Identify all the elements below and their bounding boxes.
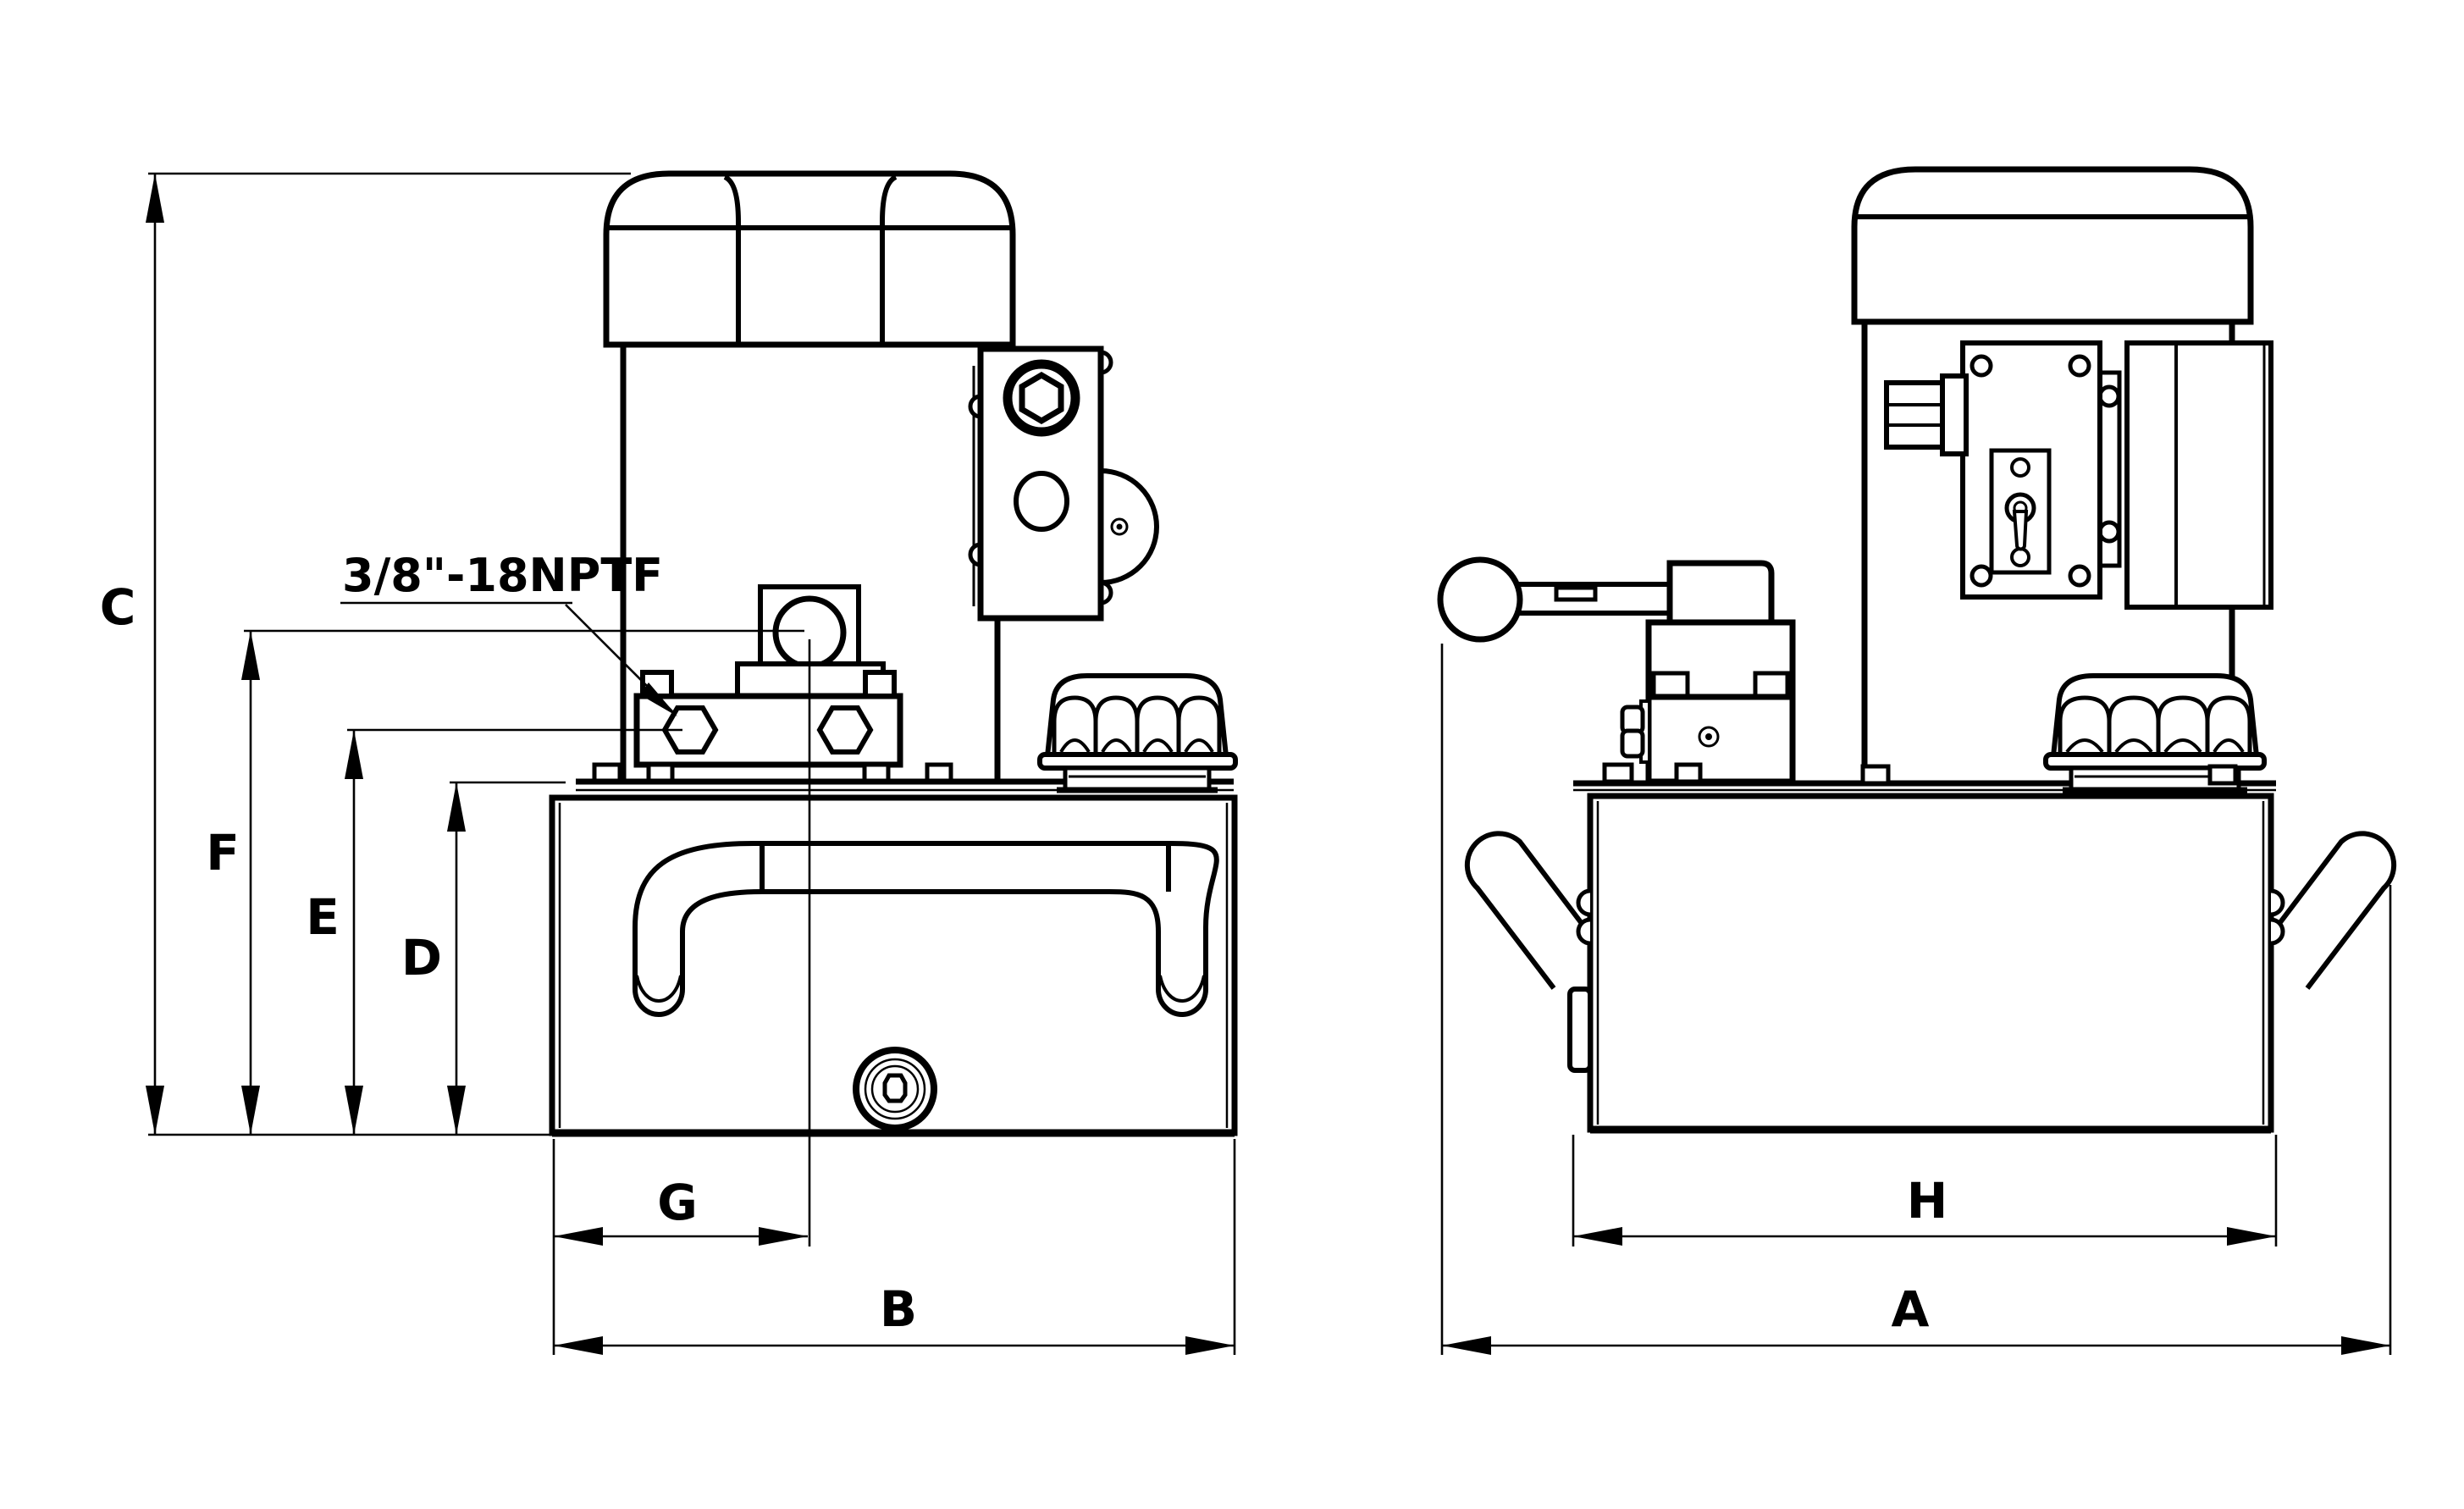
- breather-cap-front: [1037, 673, 1238, 793]
- handle-bracket-arc: [2270, 888, 2285, 917]
- motor-cap-front: [603, 170, 1016, 348]
- handle-bracket-arc: [2270, 917, 2285, 946]
- dim-D: [447, 781, 566, 1135]
- dim-label-C: C: [100, 578, 136, 636]
- dim-label-B: B: [880, 1280, 917, 1338]
- side-view: [1437, 166, 2397, 1134]
- dim-A: [1440, 644, 2392, 1355]
- dim-H: [1572, 1135, 2278, 1246]
- valve-block: [968, 345, 1159, 622]
- motor-cap-side: [1851, 166, 2254, 325]
- dim-label-A: A: [1892, 1280, 1930, 1338]
- port-thread-callout: 3/8"-18NPTF: [340, 549, 677, 716]
- dim-F: [241, 629, 804, 1135]
- adjust-screw-icon: [1110, 517, 1129, 536]
- motor-foot: [2207, 764, 2238, 786]
- dim-label-D: D: [401, 929, 442, 987]
- electrical-box: [1960, 340, 2122, 600]
- toggle-switch-icon: [2004, 492, 2036, 551]
- conduit-fitting: [1884, 373, 1969, 456]
- dim-B: [554, 1139, 1236, 1355]
- drain-plug-icon: [853, 1047, 937, 1131]
- hex-port-plug-right-icon: [816, 705, 874, 754]
- handle-bracket-arc: [1576, 888, 1591, 917]
- manual-valve-assembly: [1437, 556, 1796, 785]
- motor-foot: [1860, 764, 1891, 786]
- valve-side-bulge: [1101, 471, 1157, 583]
- side-drain-boss: [1567, 987, 1593, 1073]
- dim-C: [146, 172, 631, 1135]
- dim-label-E: E: [306, 888, 340, 946]
- dim-label-H: H: [1907, 1172, 1948, 1230]
- dim-E: [345, 728, 682, 1135]
- reservoir-tank-side: [1567, 793, 2285, 1134]
- gauge-port-circle: [1014, 471, 1069, 532]
- front-view: [549, 170, 1238, 1137]
- side-handle-right: [2262, 831, 2397, 990]
- dim-G: [552, 639, 811, 1355]
- carry-handle-front: [633, 841, 1219, 1017]
- breather-cap-side: [2043, 673, 2267, 793]
- dim-label-G: G: [657, 1174, 698, 1231]
- capacitor-cover: [2124, 340, 2273, 610]
- dim-label-F: F: [206, 824, 240, 882]
- dimensions: 3/8"-18NPTF C F E D G B H A: [100, 172, 2392, 1355]
- hex-socket-plug-icon: [1003, 359, 1080, 437]
- lever-ball-knob: [1437, 556, 1523, 643]
- side-handle-left: [1464, 831, 1599, 990]
- port-thread-label: 3/8"-18NPTF: [342, 549, 663, 602]
- handle-bracket-arc: [1576, 917, 1591, 946]
- lever-hub: [1666, 560, 1775, 627]
